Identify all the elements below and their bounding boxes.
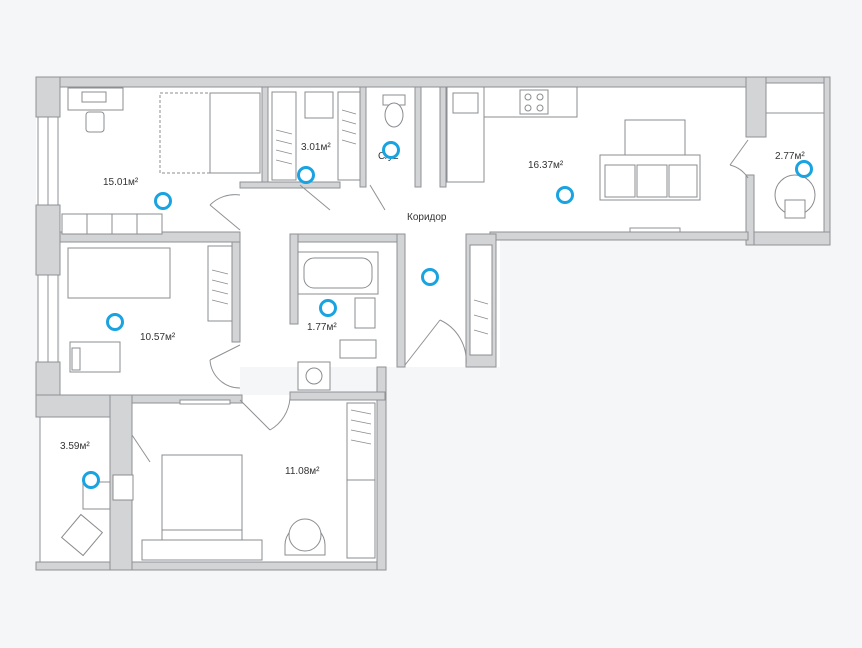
hotspot-bedroom-1[interactable]: [154, 192, 172, 210]
hotspot-bathroom[interactable]: [319, 299, 337, 317]
hotspot-corridor[interactable]: [421, 268, 439, 286]
floor-areas: [36, 77, 828, 570]
doors: [131, 139, 749, 463]
furniture: [60, 86, 816, 561]
walls: [35, 76, 831, 571]
hotspot-loggia-left[interactable]: [82, 471, 100, 489]
hotspot-wc[interactable]: [382, 141, 400, 159]
hotspot-kitchen-living[interactable]: [556, 186, 574, 204]
hotspot-bedroom-2[interactable]: [106, 313, 124, 331]
hatching: [211, 109, 489, 445]
hotspot-wardrobe[interactable]: [297, 166, 315, 184]
hotspot-loggia-right[interactable]: [795, 160, 813, 178]
